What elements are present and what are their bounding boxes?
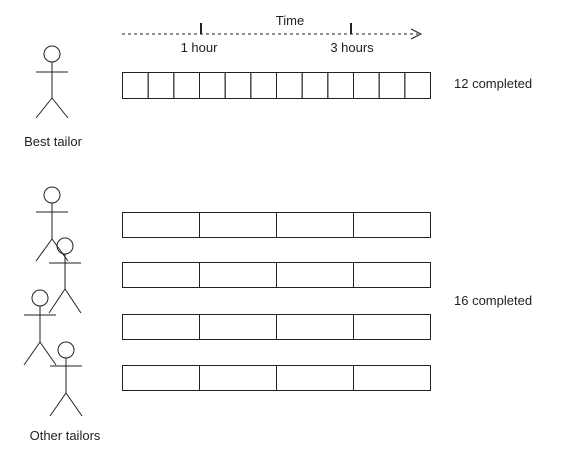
other-tailor-figure-4-icon <box>49 341 83 417</box>
timeline-tick-label-3-hours: 3 hours <box>330 40 374 55</box>
best-tailor-result: 12 completed <box>454 76 533 91</box>
other-tailor-task-bar-row <box>122 314 431 340</box>
best-tailor-task-segment <box>404 72 432 99</box>
best-tailor-figure-icon <box>35 45 69 119</box>
other-tailors-task-bars <box>122 212 431 391</box>
other-tailor-task-bar-row <box>122 262 431 288</box>
other-tailor-task-bar-row <box>122 212 431 238</box>
other-tailor-figure-2-icon <box>48 237 82 314</box>
timeline-axis <box>122 23 423 40</box>
other-tailor-task-segment <box>353 365 431 391</box>
other-tailors-figures-icon <box>23 186 83 417</box>
other-tailors-label: Other tailors <box>29 428 101 443</box>
other-tailor-figure-1-icon <box>35 186 69 262</box>
other-tailor-task-bar-row <box>122 365 431 391</box>
other-tailor-figure-3-icon <box>23 289 57 366</box>
other-tailor-task-segment <box>353 314 431 340</box>
other-tailor-task-segment <box>353 212 431 238</box>
best-tailor-task-bar <box>122 72 432 99</box>
timeline-arrowhead-icon <box>410 28 423 40</box>
other-tailor-task-segment <box>353 262 431 288</box>
other-tailors-result: 16 completed <box>454 293 533 308</box>
timeline-tick-label-1-hour: 1 hour <box>180 40 218 55</box>
best-tailor-label: Best tailor <box>24 134 82 149</box>
timeline-title: Time <box>275 13 305 28</box>
